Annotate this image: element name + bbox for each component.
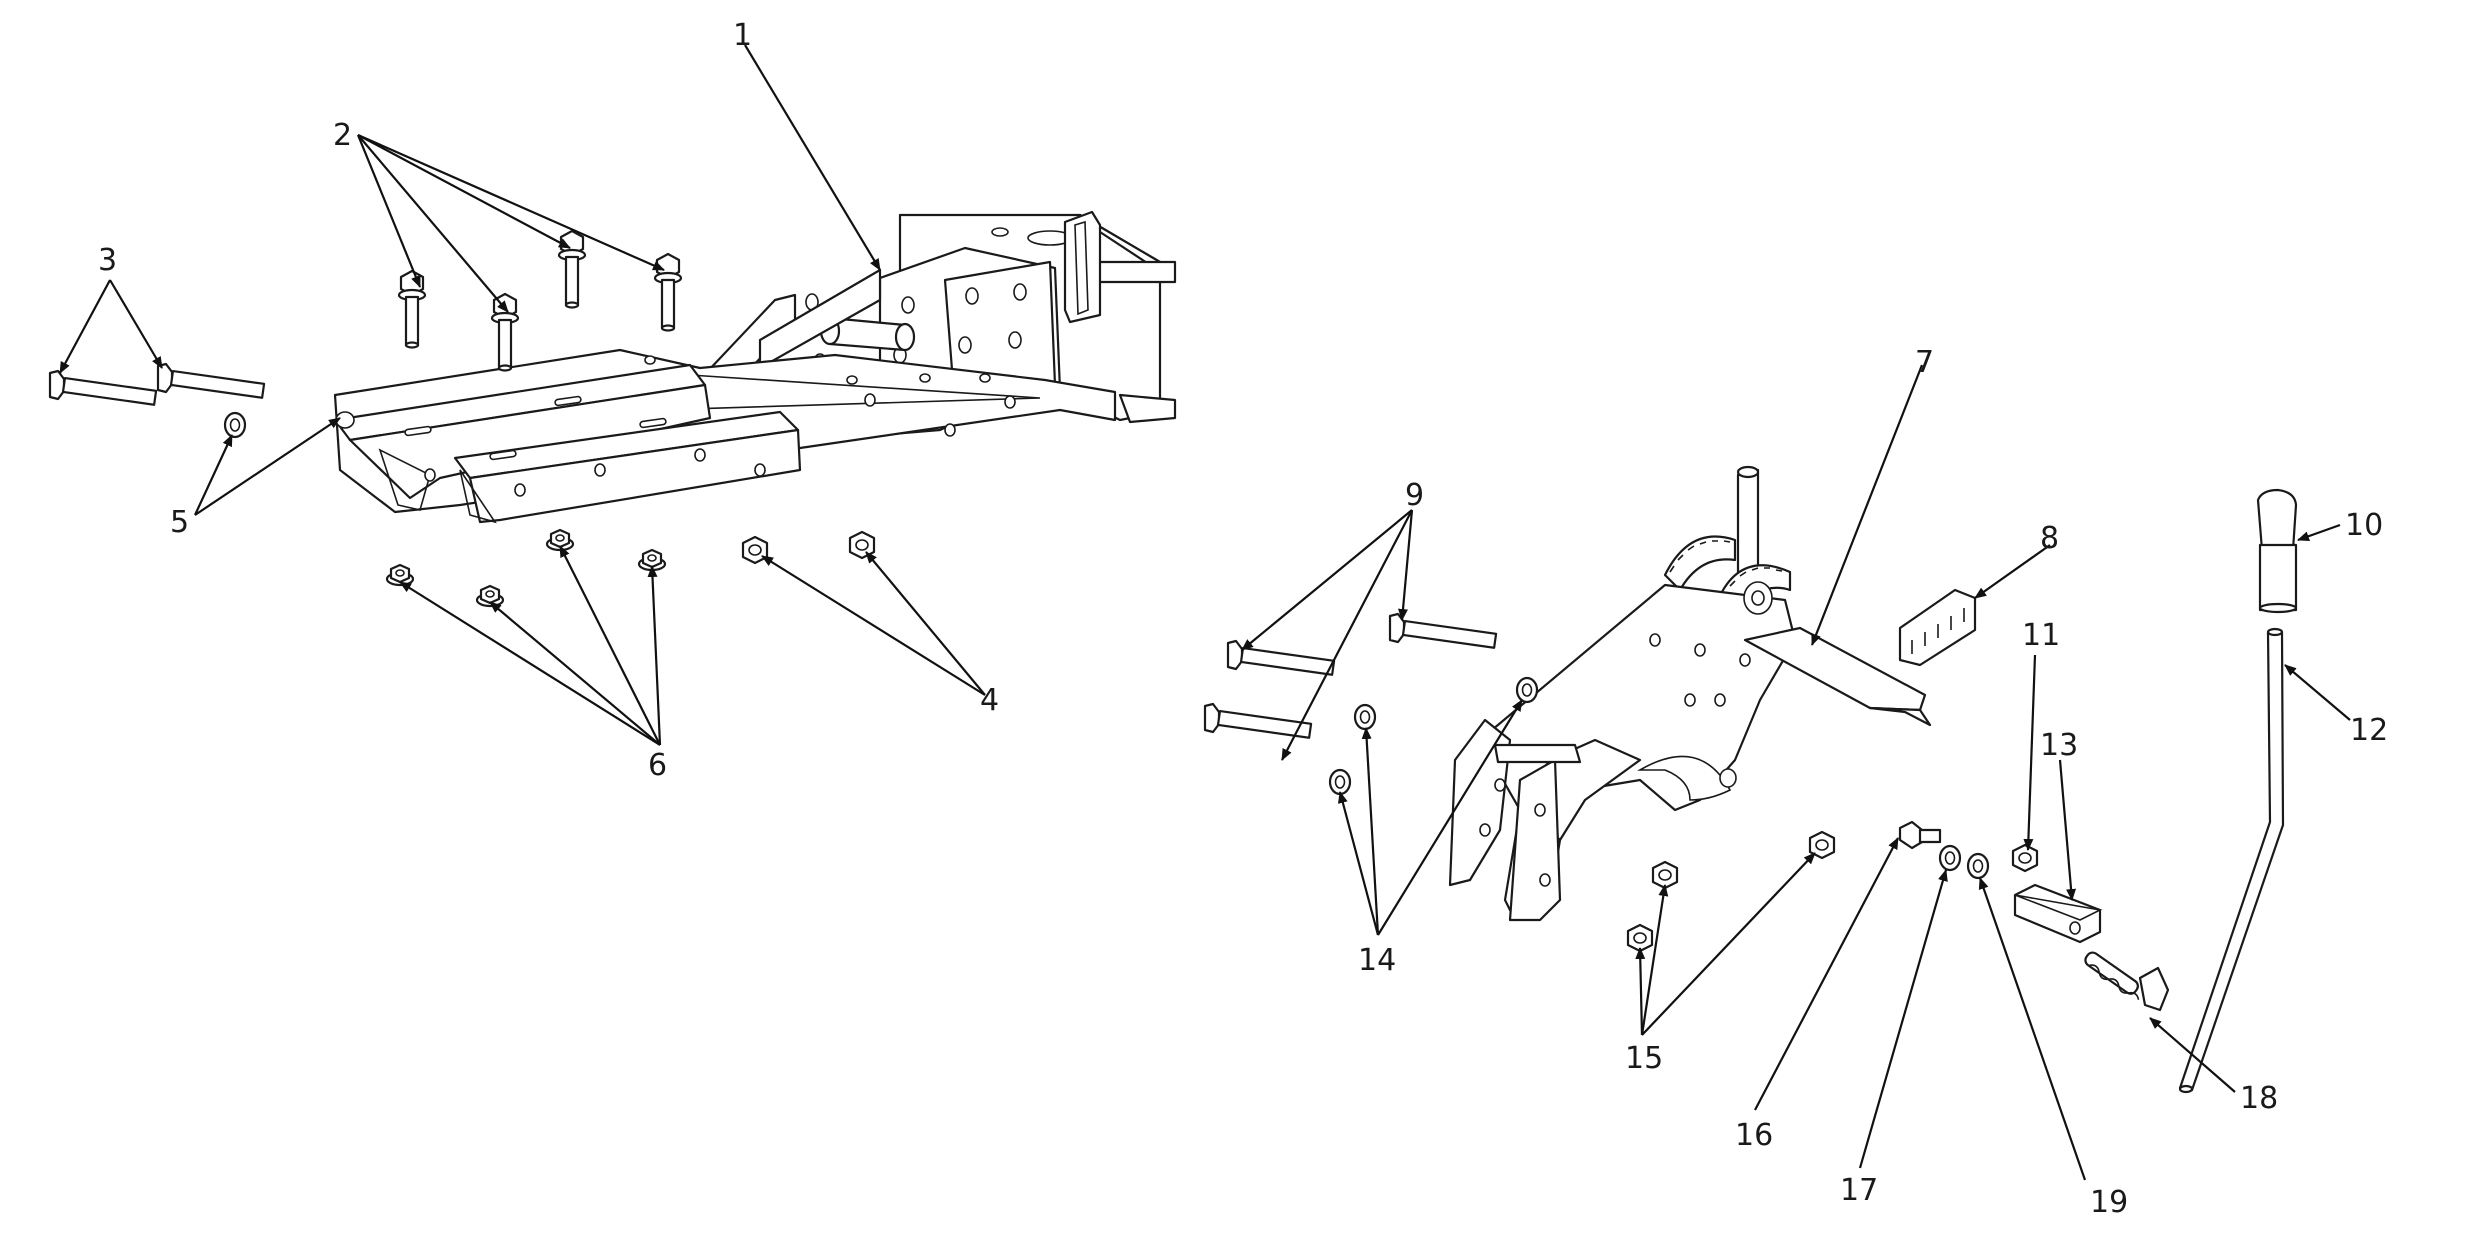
flange-nuts-part [385,528,667,608]
callout-13: 13 [2040,728,2078,763]
coupling-part [2013,883,2103,944]
callout-labels: 1 2 3 4 5 6 7 8 9 10 11 12 13 14 15 16 1… [98,18,2388,1220]
callout-18: 18 [2240,1081,2278,1116]
callout-17: 17 [1840,1173,1878,1208]
callout-6: 6 [648,748,667,783]
pedal-pad-part [1898,588,1977,667]
nut-11-part [2011,843,2039,873]
callout-2: 2 [333,118,352,153]
washer-left-part [223,411,247,439]
callout-12: 12 [2350,713,2388,748]
handle-grip-part [2256,488,2298,614]
hex-nuts-left-part [741,530,876,565]
frame-part [333,210,1177,524]
callout-15: 15 [1625,1041,1663,1076]
callout-5: 5 [170,505,189,540]
callout-11: 11 [2022,618,2060,653]
callout-9: 9 [1405,478,1424,513]
callout-19: 19 [2090,1185,2128,1220]
nuts-right-part [1626,830,1836,953]
callout-3: 3 [98,243,117,278]
bolts-right-part [1203,612,1498,739]
washer-17-part [1938,844,1962,872]
callout-4: 4 [980,683,999,718]
long-bolts-part [48,362,266,406]
callout-10: 10 [2345,508,2383,543]
pedal-bracket-part [1448,465,1932,922]
flange-bolts-part [397,229,683,372]
shoulder-bolt-part [1898,820,1942,850]
leader-lines [59,44,2351,1181]
callout-16: 16 [1735,1118,1773,1153]
spring-part [2084,951,2170,1012]
washer-19-part [1966,852,1990,880]
callout-1: 1 [733,18,752,53]
control-rod-part [2178,627,2285,1094]
callout-8: 8 [2040,521,2059,556]
callout-7: 7 [1915,345,1934,380]
callout-14: 14 [1358,943,1396,978]
